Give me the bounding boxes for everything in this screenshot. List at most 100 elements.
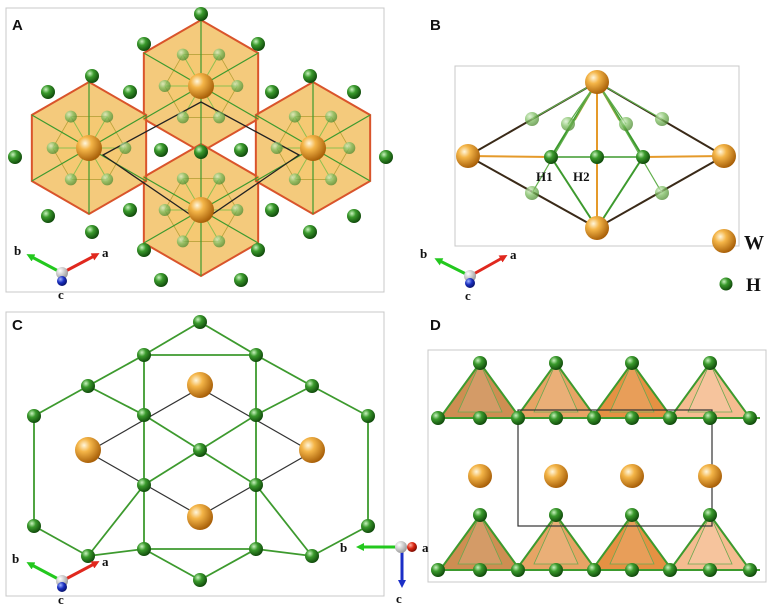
tungsten-atom [188,73,214,99]
hydrogen-atom [525,186,539,200]
tungsten-atom [585,70,609,94]
hydrogen-atom [561,117,575,131]
hydrogen-atom [343,142,356,154]
hydrogen-atom [663,563,677,577]
hydrogen-atom [137,542,151,556]
bond [199,449,257,486]
axis-label-b: b [340,540,347,555]
atom-label-h2: H2 [573,169,590,184]
hydrogen-atom [305,379,319,393]
hydrogen-atom [137,243,151,257]
hydrogen-atom [511,411,525,425]
tungsten-atom [712,144,736,168]
legend-h-swatch [719,277,733,291]
legend-w-label: W [744,232,764,254]
hydrogen-atom [619,117,633,131]
axis-label-a: a [102,554,109,569]
tungsten-atom [698,464,722,488]
hydrogen-atom [325,173,338,186]
hydrogen-atom [154,143,168,157]
bond [255,484,313,557]
hydrogen-atom [544,150,558,164]
hydrogen-atom [249,408,263,422]
panel-label-d: D [430,317,441,334]
a-axis-icon [407,542,417,552]
panel-b-frame [454,65,740,247]
hydrogen-atom [431,563,445,577]
tungsten-atom [188,197,214,223]
hydrogen-atom [193,315,207,329]
axes-triad-b: a b c [420,246,517,303]
panel-c-structure [27,315,375,587]
axes-triad-c: a b c [12,551,109,607]
hydrogen-atom [265,203,279,217]
tungsten-atom [187,372,213,398]
hydrogen-atom [288,110,301,123]
hydrogen-atom [361,409,375,423]
panel-d-frame [427,349,767,583]
hydrogen-atom [194,145,208,159]
hydrogen-atom [625,563,639,577]
axes-triad-d: b a c [340,540,429,606]
hydrogen-atom [265,85,279,99]
axis-label-b: b [12,551,19,566]
tungsten-atom [300,135,326,161]
hydrogen-atom [655,186,669,200]
hydrogen-atom [158,80,171,92]
hydrogen-atom [549,411,563,425]
hydrogen-atom [549,563,563,577]
bond [255,548,313,557]
hydrogen-atom [27,519,41,533]
hydrogen-atom [231,80,244,92]
hydrogen-atom [123,85,137,99]
axis-label-a: a [102,245,109,260]
panel-label-c: C [12,317,23,334]
bond [596,81,663,120]
c-axis-icon [465,278,475,288]
hydrogen-atom [303,225,317,239]
bond [531,81,598,194]
hydrogen-atom [636,150,650,164]
hydrogen-atom [251,37,265,51]
hydrogen-atom [525,112,539,126]
axis-label-a: a [422,540,429,555]
hydrogen-atom [154,273,168,287]
hydrogen-atom [655,112,669,126]
hydrogen-atom [234,143,248,157]
hydrogen-atom [41,209,55,223]
hydrogen-atom [137,37,151,51]
hydrogen-atom [347,209,361,223]
bond [467,155,552,158]
hydrogen-atom [85,225,99,239]
hydrogen-atom [625,411,639,425]
hydrogen-atom [41,85,55,99]
bond [255,385,313,416]
hydrogen-atom [64,173,77,186]
c-axis-icon [57,582,67,592]
hydrogen-atom [625,356,639,370]
hydrogen-atom [305,549,319,563]
bond [255,354,313,387]
hydrogen-atom [703,563,717,577]
hydrogen-atom [249,478,263,492]
hydrogen-atom [176,111,189,124]
hydrogen-atom [119,142,132,154]
hydrogen-atom [46,142,59,154]
tungsten-atom [76,135,102,161]
bond [550,156,598,229]
legend: W H [712,229,764,296]
hydrogen-atom [703,356,717,370]
bond [33,525,89,557]
bond [143,321,201,356]
bond [596,81,663,194]
axis-label-b: b [14,243,21,258]
hydrogen-atom [101,110,114,123]
hydrogen-atom [703,508,717,522]
hydrogen-atom [587,411,601,425]
hydrogen-atom [511,563,525,577]
hydrogen-atom [234,273,248,287]
hydrogen-atom [193,573,207,587]
c-axis-icon [57,276,67,286]
bond [311,385,369,417]
bond [531,81,598,120]
